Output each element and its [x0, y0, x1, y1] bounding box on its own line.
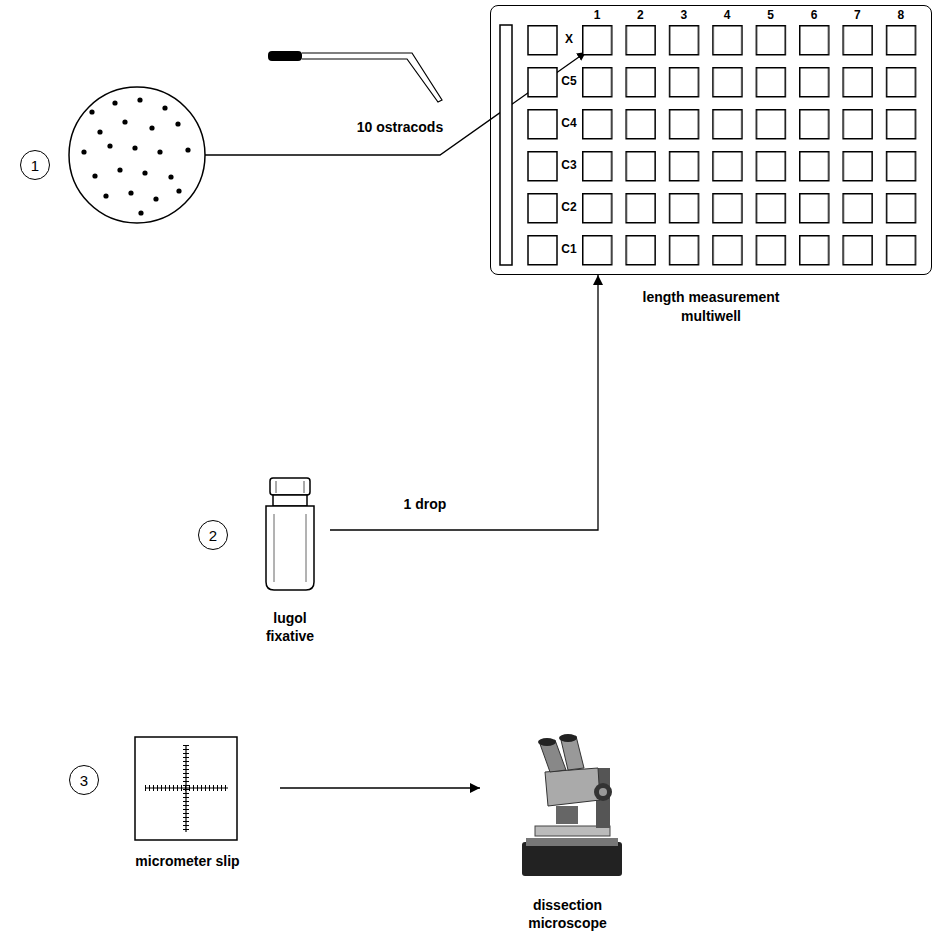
column-number: 7 — [854, 9, 861, 23]
connector-arrow — [280, 787, 480, 788]
row-label: C1 — [561, 243, 576, 257]
node-label: micrometer slip — [125, 852, 250, 870]
column-number: 5 — [767, 9, 774, 23]
micrometer-slip-drawing — [135, 737, 237, 840]
row-label: X — [565, 33, 573, 47]
callout-number: 3 — [69, 765, 99, 795]
edge-label: 1 drop — [402, 496, 449, 512]
caption-holder: lugol fixative — [250, 609, 330, 645]
row-label: C2 — [561, 201, 576, 215]
pipette — [268, 51, 442, 102]
microscope-drawing — [522, 734, 622, 876]
well-grid — [500, 25, 929, 273]
transfer-line — [205, 52, 586, 155]
caption-holder: micrometer slip — [125, 852, 250, 870]
column-number: 8 — [897, 9, 904, 23]
callout-number: 1 — [20, 150, 50, 180]
dissection-microscope: dissection microscope — [500, 728, 635, 932]
petri-dish — [69, 87, 205, 223]
lugol-bottle: lugol fixative — [250, 475, 330, 645]
lugol-bottle-drawing — [266, 478, 314, 590]
column-number: 4 — [724, 9, 731, 23]
caption-holder: dissection microscope — [500, 896, 635, 932]
column-number: 6 — [811, 9, 818, 23]
row-label: C5 — [561, 75, 576, 89]
node-label: dissection microscope — [500, 896, 635, 932]
callout-label: 1 — [31, 157, 39, 174]
node-label: lugol fixative — [250, 609, 330, 645]
row-label: C4 — [561, 117, 576, 131]
callout-label: 2 — [209, 527, 217, 544]
row-label: C3 — [561, 159, 576, 173]
callout-label: 3 — [80, 772, 88, 789]
node-label: length measurement multiwell — [629, 288, 794, 326]
micrometer-slip: micrometer slip — [125, 733, 250, 870]
multiwell-plate: length measurement multiwell — [490, 5, 932, 275]
connector-arrow — [330, 275, 598, 530]
callout-number: 2 — [198, 520, 228, 550]
column-number: 3 — [680, 9, 687, 23]
column-number: 1 — [594, 9, 601, 23]
column-number: 2 — [637, 9, 644, 23]
transfer-label: 10 ostracods — [357, 119, 443, 135]
